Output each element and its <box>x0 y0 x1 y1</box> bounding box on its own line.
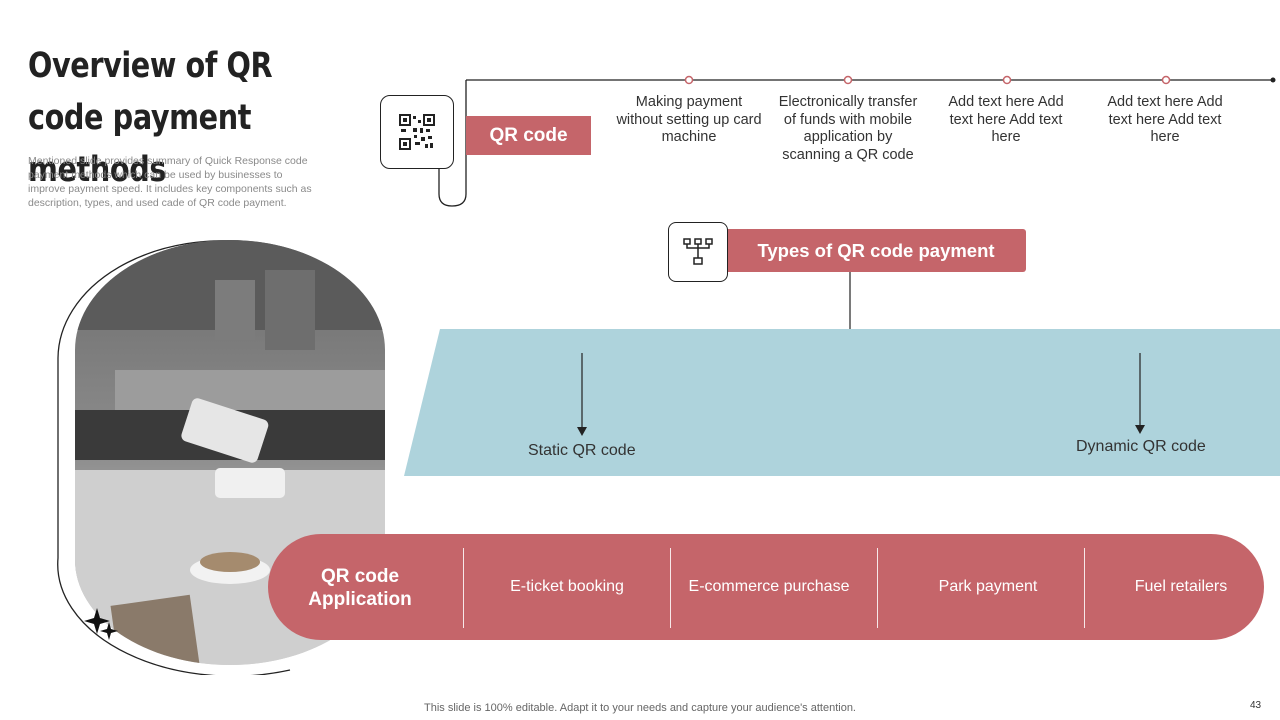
divider <box>877 548 878 628</box>
divider <box>670 548 671 628</box>
page-title: Overview of QR code payment methods <box>28 46 273 190</box>
app-item-fuel: Fuel retailers <box>1134 578 1228 595</box>
app-item-park: Park payment <box>938 578 1038 595</box>
hierarchy-icon <box>668 222 728 282</box>
page-number: 43 <box>1250 700 1262 711</box>
qr-code-label: QR code <box>466 116 591 155</box>
timeline-text-4: Add text here Add text here Add text her… <box>1107 94 1223 145</box>
application-band <box>268 534 1264 640</box>
types-label: Types of QR code payment <box>726 229 1026 272</box>
qr-code-icon <box>380 95 454 169</box>
timeline-text-3: Add text here Add text here Add text her… <box>948 94 1064 145</box>
slide-description: Mentioned slide provides summary of Quic… <box>28 155 312 209</box>
branch-static: Static QR code <box>528 442 636 459</box>
divider <box>1084 548 1085 628</box>
footer-note: This slide is 100% editable. Adapt it to… <box>424 702 856 714</box>
app-item-eticket: E-ticket booking <box>510 578 624 595</box>
divider <box>463 548 464 628</box>
timeline-dots <box>684 75 1171 85</box>
timeline-text-2: Electronically transfer of funds with mo… <box>778 94 918 163</box>
application-title: QR code Application <box>308 566 412 610</box>
branch-dynamic: Dynamic QR code <box>1076 438 1206 455</box>
timeline-text-1: Making payment without setting up card m… <box>616 94 762 145</box>
app-item-ecommerce: E-commerce purchase <box>688 578 850 595</box>
